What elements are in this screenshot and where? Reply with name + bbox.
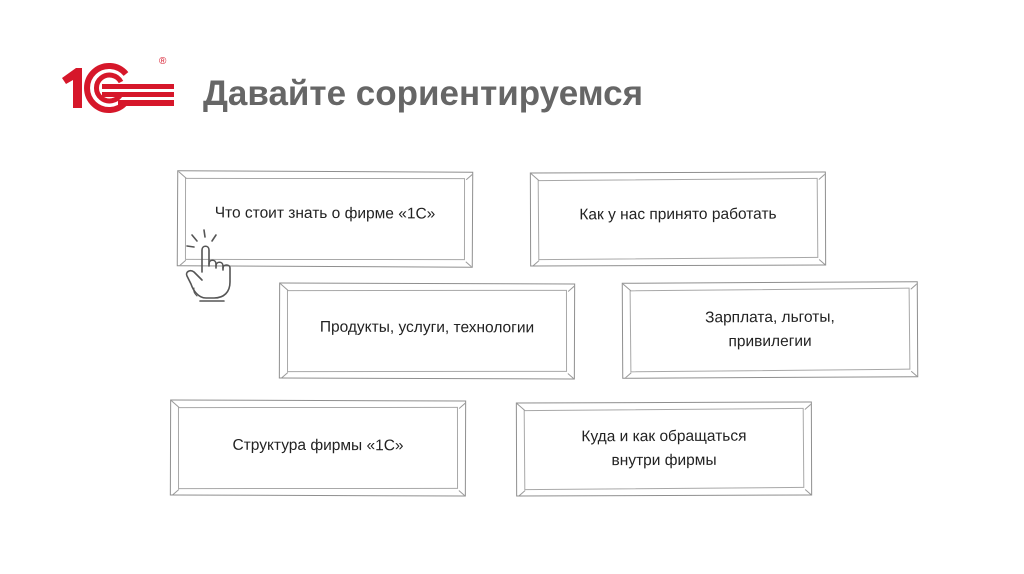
bevel-line: [465, 172, 473, 181]
bevel-line: [458, 401, 466, 409]
bevel-line: [910, 282, 918, 290]
bevel-line: [622, 372, 632, 378]
bevel-line: [279, 283, 289, 291]
brand-logo: 1С ®: [58, 56, 178, 118]
bevel-line: [170, 400, 180, 408]
bevel-line: [458, 490, 466, 496]
card-company-structure[interactable]: Структура фирмы «1С»: [169, 399, 467, 497]
card-who-to-contact[interactable]: Куда и как обращаться внутри фирмы: [515, 401, 813, 497]
bevel-line: [516, 403, 526, 411]
bevel-line: [910, 370, 918, 378]
bevel-line: [567, 284, 575, 292]
bevel-line: [530, 173, 540, 181]
card-about-company[interactable]: Что стоит знать о фирме «1С»: [176, 170, 474, 268]
bevel-line: [177, 171, 187, 179]
bevel-line: [465, 261, 473, 267]
bevel-line: [804, 489, 812, 496]
card-products-services[interactable]: Продукты, услуги, технологии: [278, 282, 576, 380]
1c-logo-icon: [62, 63, 174, 113]
bevel-line: [818, 172, 826, 180]
card-label: Что стоит знать о фирме «1С»: [214, 204, 436, 223]
card-salary-benefits[interactable]: Зарплата, льготы, привилегии: [621, 281, 919, 379]
card-label: Куда и как обращаться внутри фирмы: [581, 427, 747, 470]
bevel-line: [516, 490, 526, 496]
card-label: Структура фирмы «1С»: [232, 436, 404, 455]
registered-mark: ®: [159, 56, 167, 67]
bevel-line: [818, 259, 826, 266]
bevel-line: [279, 372, 289, 379]
bevel-line: [177, 259, 187, 267]
bevel-line: [170, 489, 180, 496]
card-label: Как у нас принято работать: [579, 205, 777, 224]
bevel-line: [622, 283, 632, 292]
card-label: Продукты, услуги, технологии: [319, 318, 535, 337]
page-title: Давайте сориентируемся: [203, 74, 644, 113]
card-label: Зарплата, льготы, привилегии: [705, 308, 835, 351]
card-work-practices[interactable]: Как у нас принято работать: [529, 171, 827, 267]
bevel-line: [530, 260, 540, 266]
bevel-line: [567, 373, 575, 379]
bevel-line: [804, 402, 812, 410]
